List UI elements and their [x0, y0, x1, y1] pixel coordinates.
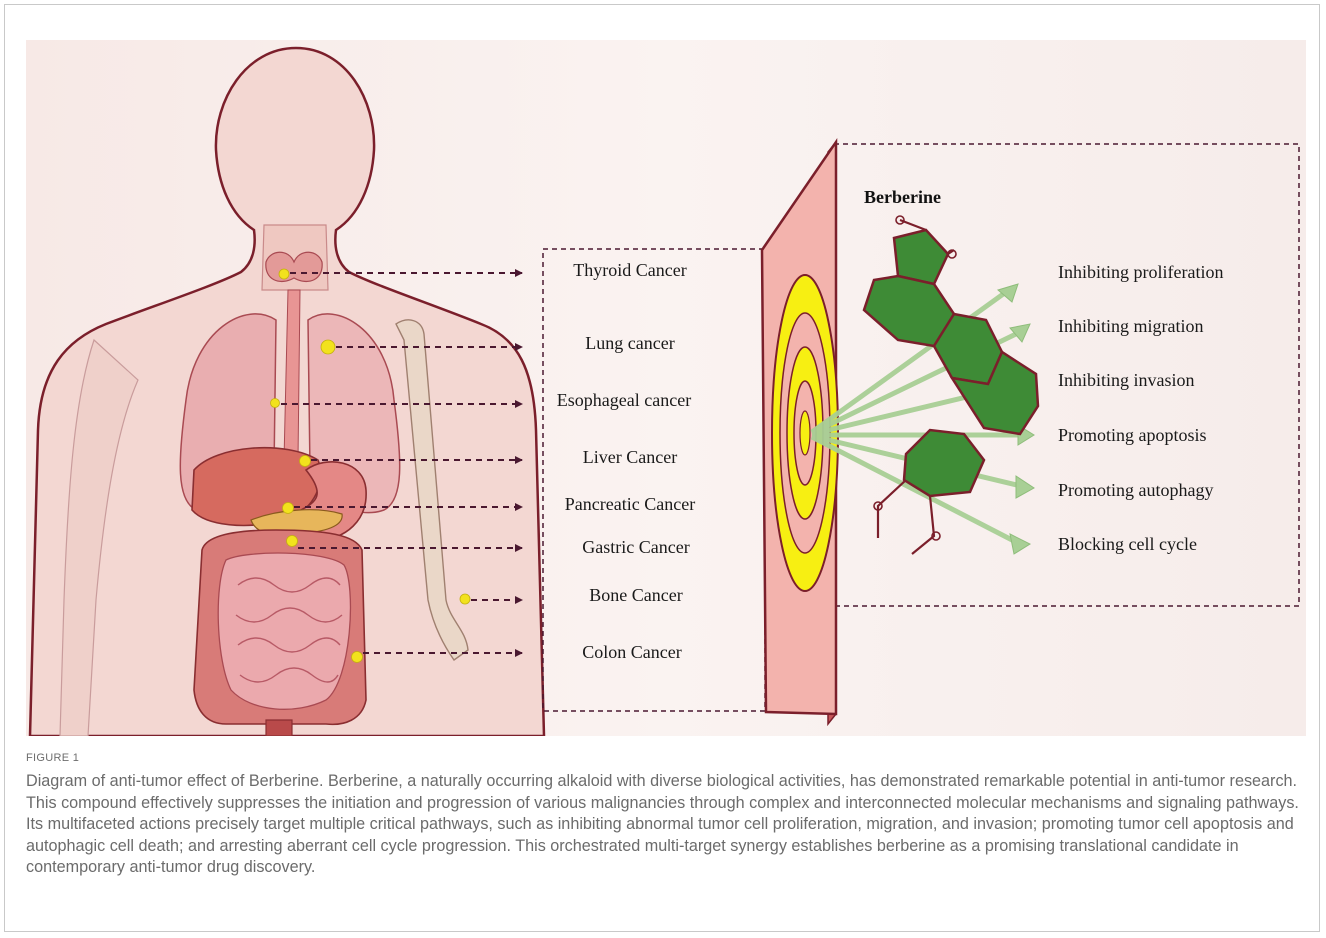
effect-blocking-cell-cycle: Blocking cell cycle [1058, 534, 1197, 554]
label-pancreatic-cancer: Pancreatic Cancer [565, 494, 695, 514]
tumor-gastric [287, 536, 298, 547]
tumor-liver [300, 456, 311, 467]
figure-caption: Diagram of anti-tumor effect of Berberin… [26, 771, 1302, 879]
effect-inhibiting-proliferation: Inhibiting proliferation [1058, 262, 1223, 282]
effect-inhibiting-migration: Inhibiting migration [1058, 316, 1204, 336]
label-lung-cancer: Lung cancer [585, 333, 674, 353]
effect-promoting-apoptosis: Promoting apoptosis [1058, 425, 1207, 445]
figure-label: FIGURE 1 [26, 752, 79, 764]
label-liver-cancer: Liver Cancer [583, 447, 677, 467]
label-gastric-cancer: Gastric Cancer [582, 537, 689, 557]
effect-inhibiting-invasion: Inhibiting invasion [1058, 370, 1195, 390]
label-colon-cancer: Colon Cancer [582, 642, 681, 662]
label-bone-cancer: Bone Cancer [589, 585, 682, 605]
label-thyroid-cancer: Thyroid Cancer [573, 260, 686, 280]
tumor-colon [352, 652, 363, 663]
small-intestine [218, 553, 350, 709]
tumor-esophagus [271, 399, 280, 408]
tumor-thyroid [279, 269, 289, 279]
tumor-bone [460, 594, 470, 604]
effect-promoting-autophagy: Promoting autophagy [1058, 480, 1214, 500]
figure-illustration: Thyroid Cancer Lung cancer Esophageal ca… [26, 40, 1306, 736]
target-bullseye [800, 411, 810, 455]
tumor-pancreas [283, 503, 294, 514]
rectum [266, 720, 292, 736]
tumor-lung [321, 340, 335, 354]
label-esophageal-cancer: Esophageal cancer [557, 390, 691, 410]
compound-title: Berberine [864, 187, 941, 207]
